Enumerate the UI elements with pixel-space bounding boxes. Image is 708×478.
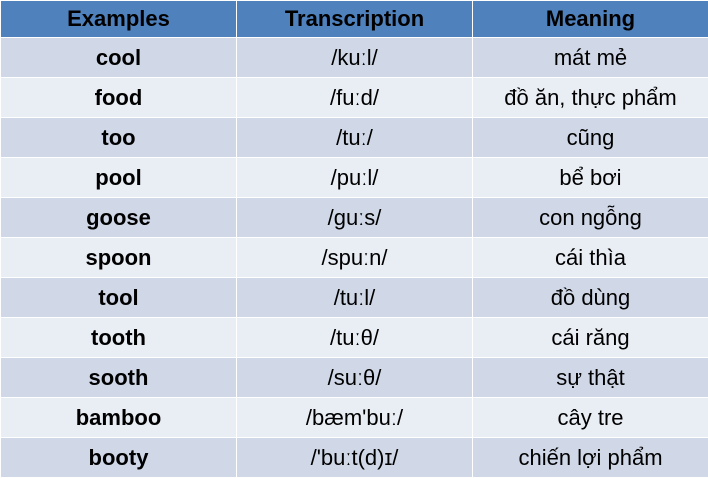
example-word: goose [1,198,237,238]
example-word: spoon [1,238,237,278]
table-row: cool /kuːl/ mát mẻ [1,38,708,78]
table-row: bamboo /bæm'buː/ cây tre [1,398,708,438]
meaning-cell: cái thìa [473,238,708,278]
table-row: booty /'buːt(d)ɪ/ chiến lợi phẩm [1,438,708,478]
transcription-cell: /guːs/ [237,198,473,238]
table-row: pool /puːl/ bể bơi [1,158,708,198]
header-row: Examples Transcription Meaning [1,1,708,38]
meaning-cell: đồ ăn, thực phẩm [473,78,708,118]
example-word: cool [1,38,237,78]
transcription-cell: /spuːn/ [237,238,473,278]
meaning-cell: cái răng [473,318,708,358]
meaning-cell: sự thật [473,358,708,398]
header-examples: Examples [1,1,237,38]
transcription-cell: /suːθ/ [237,358,473,398]
meaning-cell: mát mẻ [473,38,708,78]
transcription-cell: /tuː/ [237,118,473,158]
example-word: too [1,118,237,158]
table-row: tool /tuːl/ đồ dùng [1,278,708,318]
example-word: tooth [1,318,237,358]
example-word: bamboo [1,398,237,438]
table-row: food /fuːd/ đồ ăn, thực phẩm [1,78,708,118]
meaning-cell: bể bơi [473,158,708,198]
example-word: tool [1,278,237,318]
header-meaning: Meaning [473,1,708,38]
transcription-cell: /fuːd/ [237,78,473,118]
table-row: spoon /spuːn/ cái thìa [1,238,708,278]
table-row: too /tuː/ cũng [1,118,708,158]
transcription-cell: /tuːl/ [237,278,473,318]
header-transcription: Transcription [237,1,473,38]
example-word: food [1,78,237,118]
table-row: goose /guːs/ con ngỗng [1,198,708,238]
transcription-cell: /kuːl/ [237,38,473,78]
meaning-cell: cây tre [473,398,708,438]
table-row: tooth /tuːθ/ cái răng [1,318,708,358]
meaning-cell: con ngỗng [473,198,708,238]
table-row: sooth /suːθ/ sự thật [1,358,708,398]
meaning-cell: đồ dùng [473,278,708,318]
transcription-cell: /bæm'buː/ [237,398,473,438]
transcription-cell: /puːl/ [237,158,473,198]
example-word: sooth [1,358,237,398]
meaning-cell: cũng [473,118,708,158]
transcription-cell: /tuːθ/ [237,318,473,358]
example-word: booty [1,438,237,478]
example-word: pool [1,158,237,198]
transcription-cell: /'buːt(d)ɪ/ [237,438,473,478]
meaning-cell: chiến lợi phẩm [473,438,708,478]
